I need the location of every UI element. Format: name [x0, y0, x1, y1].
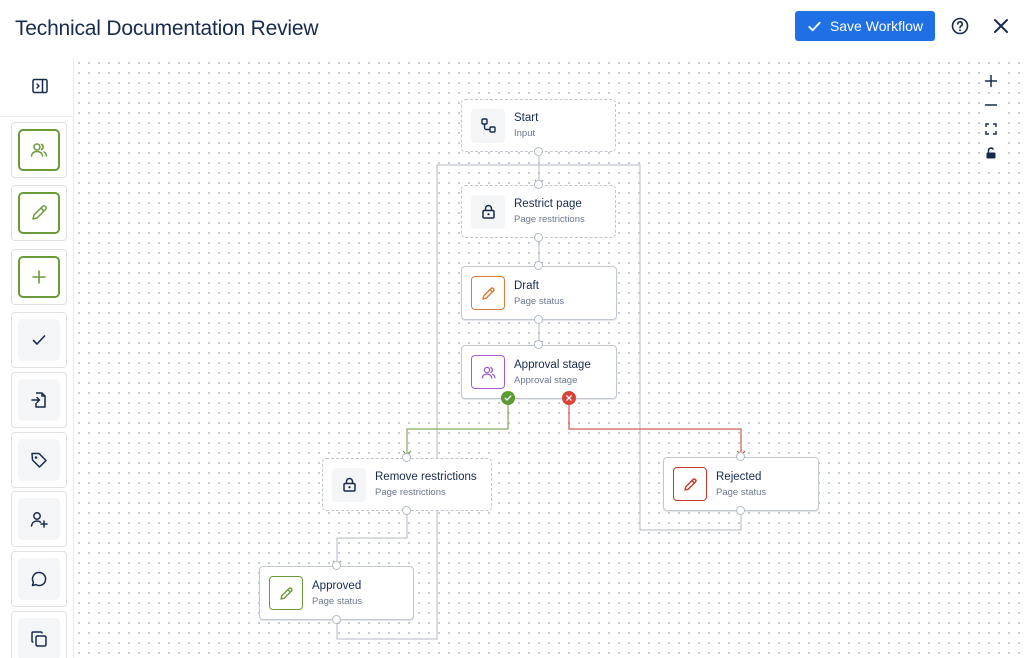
save-workflow-button[interactable]: Save Workflow: [795, 11, 935, 41]
fit-view-button[interactable]: [980, 118, 1002, 140]
panel-toggle-icon[interactable]: [31, 77, 49, 95]
node-title: Remove restrictions: [375, 471, 477, 483]
file-import-icon: [31, 392, 46, 408]
fit-view-icon: [985, 123, 997, 135]
handle-restrict-out[interactable]: [534, 233, 543, 242]
tool-comment[interactable]: [11, 551, 67, 607]
handle-remove-out[interactable]: [402, 506, 411, 515]
handle-rejected-out[interactable]: [736, 506, 745, 515]
check-icon: [504, 395, 512, 401]
save-workflow-label: Save Workflow: [829, 18, 924, 34]
node-subtitle: Page status: [716, 486, 767, 498]
node-subtitle: Approval stage: [514, 374, 578, 386]
node-title: Draft: [514, 279, 539, 292]
user-add-icon: [30, 512, 48, 528]
zoom-in-button[interactable]: [980, 70, 1002, 92]
lock-icon: [481, 204, 495, 219]
tool-add[interactable]: [11, 249, 67, 305]
help-icon[interactable]: [950, 16, 970, 36]
pencil-icon: [279, 586, 293, 600]
approve-handle[interactable]: [501, 391, 515, 405]
pencil-icon: [683, 477, 697, 491]
check-icon: [808, 21, 821, 31]
node-subtitle: Page status: [312, 595, 363, 607]
node-subtitle: Page restrictions: [514, 214, 585, 225]
tool-copy[interactable]: [11, 611, 67, 658]
tool-approvers[interactable]: [11, 122, 67, 178]
page-title: Technical Documentation Review: [15, 17, 319, 40]
tool-approve[interactable]: [11, 312, 67, 368]
node-title: Approval stage: [514, 358, 591, 371]
handle-approved-out[interactable]: [332, 615, 341, 624]
handle-rejected-in[interactable]: [736, 452, 745, 461]
copy-icon: [31, 631, 47, 647]
handle-start-out[interactable]: [534, 147, 543, 156]
reject-handle[interactable]: [562, 391, 576, 405]
handle-restrict-in[interactable]: [534, 180, 543, 189]
node-subtitle: Page restrictions: [375, 487, 446, 498]
comment-icon: [31, 571, 47, 587]
tool-add-user[interactable]: [11, 491, 67, 547]
people-icon: [481, 366, 496, 379]
handle-remove-in[interactable]: [402, 453, 411, 462]
zoom-in-icon: [984, 74, 998, 88]
tool-label[interactable]: [11, 432, 67, 488]
tool-move[interactable]: [11, 372, 67, 428]
handle-approval-in[interactable]: [534, 340, 543, 349]
handle-draft-out[interactable]: [534, 315, 543, 324]
zoom-out-icon: [984, 104, 998, 106]
tag-icon: [31, 452, 47, 468]
plus-icon: [32, 270, 46, 284]
lock-icon: [986, 147, 996, 159]
lock-icon: [342, 477, 356, 492]
node-subtitle: Input: [514, 128, 536, 139]
zoom-out-button[interactable]: [980, 94, 1002, 116]
people-icon: [30, 143, 48, 157]
flow-icon: [480, 118, 496, 133]
node-title: Approved: [312, 579, 362, 592]
handle-approved-in[interactable]: [332, 561, 341, 570]
tool-edit[interactable]: [11, 185, 67, 241]
check-icon: [32, 335, 46, 345]
lock-canvas-button[interactable]: [980, 142, 1002, 164]
node-title: Start: [514, 112, 539, 124]
handle-draft-in[interactable]: [534, 261, 543, 270]
modal-header: Technical Documentation Review Save Work…: [0, 0, 1024, 58]
node-subtitle: Page status: [514, 295, 565, 307]
node-title: Rejected: [716, 470, 762, 483]
close-icon[interactable]: [991, 16, 1011, 36]
node-title: Restrict page: [514, 198, 582, 210]
cross-icon: [566, 395, 572, 401]
pencil-icon: [481, 286, 495, 300]
rail-divider: [0, 116, 74, 117]
pencil-icon: [32, 205, 47, 220]
